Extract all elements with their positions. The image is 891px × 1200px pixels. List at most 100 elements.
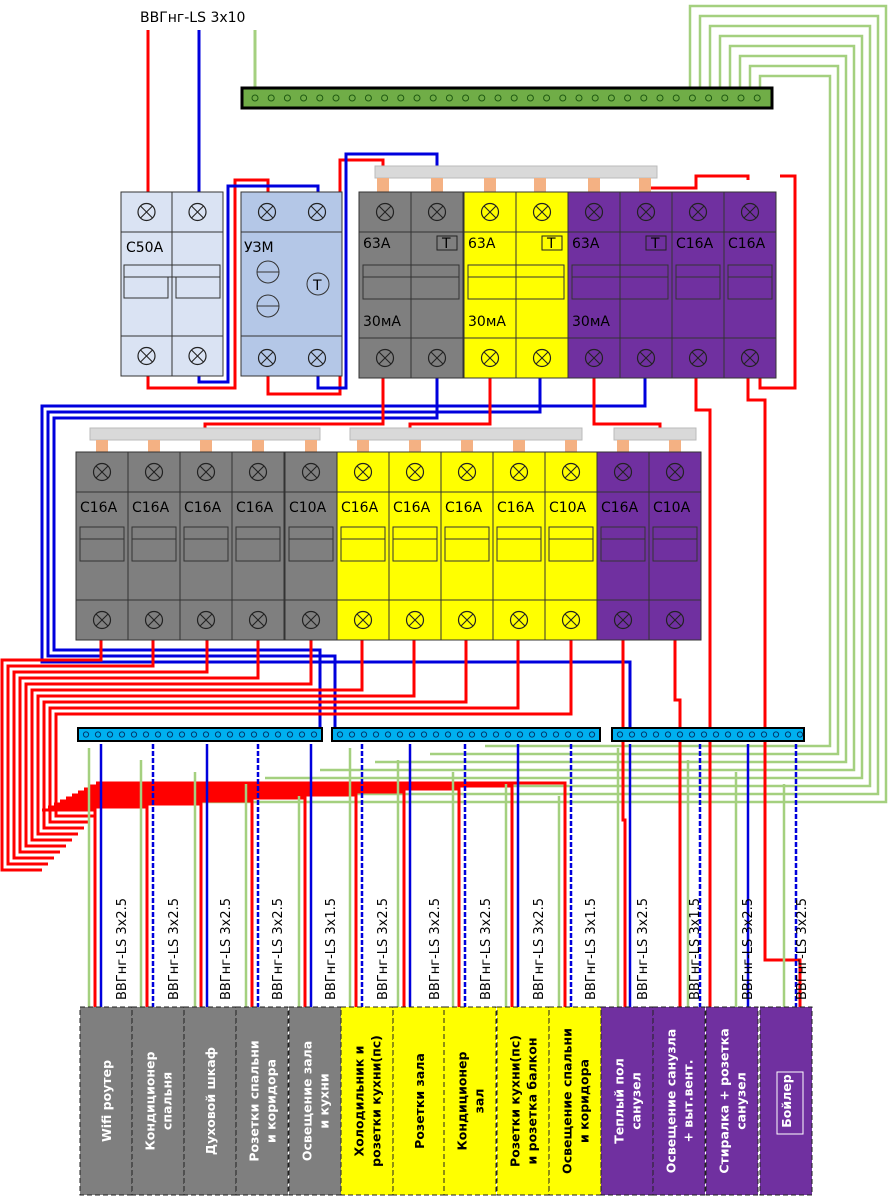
consumer-10-block — [600, 1006, 654, 1196]
rcd-1-pole2-bottom-screw-icon-x2 — [535, 351, 549, 365]
bottom-breaker-11-handle-lever — [652, 539, 698, 562]
phase-loop-4 — [24, 640, 313, 848]
neutral-busbar-hole — [360, 731, 368, 738]
bottom-breaker-2-bottom-screw-icon — [196, 610, 216, 630]
rcd-1-handle — [467, 264, 565, 278]
top-breaker-0-top-screw-icon — [688, 202, 708, 222]
neutral-busbar-hole — [784, 731, 792, 738]
main-breaker-pole1-bottom-screw-icon-x2 — [140, 349, 153, 363]
neutral-busbar-hole — [652, 731, 660, 738]
uzm-to-rcd-neutral — [316, 152, 439, 390]
phase-loop-6 — [36, 640, 416, 836]
ground-busbar-hole — [364, 94, 372, 102]
ground-busbar-hole — [559, 94, 567, 102]
consumer-10-cable-label: ВВГнг-LS 3x2.5 — [636, 898, 651, 1000]
rcd-2-handle — [571, 264, 669, 278]
phase-loop-8 — [48, 640, 520, 824]
consumer-9-name-line-0: Освещение спальни — [560, 1028, 575, 1174]
rcd-1-pole1-bottom-screw-icon — [480, 348, 500, 368]
main-breaker-label: C50A — [126, 240, 164, 256]
ground-busbar-hole — [267, 94, 275, 102]
consumer-2-cable-label: ВВГнг-LS 3x2.5 — [219, 898, 234, 1000]
bottom-breaker-10-bottom-screw-icon — [613, 610, 633, 630]
bottom-breaker-6-bottom-screw-icon — [405, 610, 425, 630]
consumer-5-cable-label: ВВГнг-LS 3x2.5 — [376, 898, 391, 1000]
rcd-2-pole2-bottom-screw-icon-x2 — [639, 351, 653, 365]
bottom-breaker-10-top-screw-icon-x2 — [616, 465, 630, 479]
bottom-breaker-2-top-screw-icon — [196, 462, 216, 482]
ground-busbar-hole — [494, 94, 502, 102]
rcd-2-handle-lever — [571, 277, 669, 300]
consumer-8-cable-label: ВВГнг-LS 3x2.5 — [532, 898, 547, 1000]
ground-return-3 — [265, 34, 864, 780]
ground-busbar-hole — [316, 94, 324, 102]
neutral-busbar-hole — [676, 731, 684, 738]
rcd-2-pole1-bottom-screw-icon — [584, 348, 604, 368]
bottom-breaker-3 — [231, 451, 285, 641]
phase-loop-9 — [54, 640, 573, 818]
bottom-breaker-7-handle-lever — [444, 539, 490, 562]
bottom-breaker-8-handle-lever — [496, 539, 542, 562]
bottom-breaker-5-handle — [340, 526, 386, 540]
neutral-busbar-hole — [432, 731, 440, 738]
bottom-breaker-2-handle — [183, 526, 229, 540]
ground-busbar-hole — [251, 94, 259, 102]
bottom-breaker-11 — [648, 451, 702, 641]
neutral-busbar-hole — [564, 731, 572, 738]
rcd-2-pole2-top-screw-icon-x2 — [639, 205, 653, 219]
bottom-breaker-5-handle-lever — [340, 539, 386, 562]
neutral-busbar-hole — [796, 731, 804, 738]
top-breaker-0-bottom-screw-icon — [688, 348, 708, 368]
rcd-2-pole1-top-screw-icon-x2 — [587, 205, 601, 219]
ground-busbar-hole — [462, 94, 470, 102]
consumer-4-cable-label: ВВГнг-LS 3x1.5 — [324, 898, 339, 1000]
phase-to-consumer-11-line — [673, 640, 682, 1010]
neutral-busbar-hole — [760, 731, 768, 738]
rcd-2-pole2-bottom-screw-icon — [636, 348, 656, 368]
phase-loop-7 — [42, 640, 468, 830]
bottom-comb-pin-4 — [305, 440, 317, 452]
main-to-uzm-neutral — [197, 184, 320, 384]
neutral-busbar-hole — [372, 731, 380, 738]
bottom-breaker-0-handle — [79, 526, 125, 540]
top-breaker-1-top-screw-icon-x2 — [743, 205, 757, 219]
top-comb-pin-0 — [377, 178, 389, 192]
consumer-8-name-line-1: и розетка балкон — [525, 1038, 540, 1165]
bottom-breaker-4-top-screw-icon — [301, 462, 321, 482]
bottom-breaker-2 — [179, 451, 233, 641]
bottom-breaker-5-bottom-screw-icon — [353, 610, 373, 630]
c16-top-feed-return — [758, 174, 797, 390]
ground-return-1 — [155, 14, 880, 796]
consumer-7-cable-label: ВВГнг-LS 3x2.5 — [479, 898, 494, 1000]
uzm-top-screw-1-icon — [257, 202, 277, 222]
neutral-busbar-hole — [712, 731, 720, 738]
bottom-breaker-7-bottom-screw-icon — [457, 610, 477, 630]
rcd-1-test-label: T — [546, 236, 556, 252]
bottom-breaker-1-bottom-screw-icon — [144, 610, 164, 630]
neutral-busbar-hole — [262, 731, 270, 738]
rcd-1-pole1-top-screw-icon-x2 — [483, 205, 497, 219]
rcd-0-pole1-bottom-screw-icon-x2 — [378, 351, 392, 365]
bottom-breaker-1 — [127, 451, 181, 641]
neutral-busbar-hole — [286, 731, 294, 738]
rcd-0-leak: 30мА — [363, 314, 401, 330]
rcd-1-pole1-top-screw-icon — [480, 202, 500, 222]
labels-layer: ВВГнг-LS 3x10 — [140, 10, 245, 26]
bottom-breaker-9-top-screw-icon — [561, 462, 581, 482]
rcd-0-pole2-top-screw-icon-x2 — [430, 205, 444, 219]
phase-loop-0 — [0, 640, 103, 872]
bottom-breaker-0-bottom-screw-icon — [92, 610, 112, 630]
neutral-busbar-hole — [238, 731, 246, 738]
neutral-busbar-hole — [736, 731, 744, 738]
neutral-busbar-hole — [748, 731, 756, 738]
bottom-breaker-11-top-screw-icon-x2 — [668, 465, 682, 479]
main-breaker-pole2-top-screw-icon — [188, 202, 207, 222]
rcd-0-handle-lever — [362, 277, 460, 300]
consumer-3-block — [235, 1006, 289, 1196]
bottom-breaker-2-handle-lever — [183, 539, 229, 562]
uzm-bottom-screw-1-icon — [257, 348, 277, 368]
main-breaker-pole1-bottom-screw-icon — [137, 346, 156, 366]
rcd-0-rating: 63A — [363, 236, 391, 252]
uzm-bottom-screw-2-icon-x2 — [310, 351, 324, 365]
consumer-6-block — [392, 1006, 446, 1196]
